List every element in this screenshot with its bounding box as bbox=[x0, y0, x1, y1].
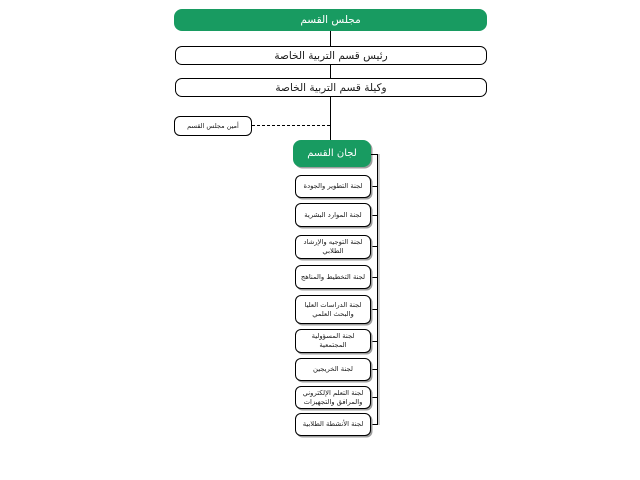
committees-header-box: لجان القسم bbox=[293, 140, 371, 167]
connector-header-spine bbox=[371, 154, 378, 156]
connector-secretary-dashed bbox=[252, 125, 330, 126]
connector-committee-7 bbox=[371, 369, 378, 371]
council-box: مجلس القسم bbox=[174, 9, 487, 31]
connector-committee-2 bbox=[371, 215, 378, 217]
committee-box: لجنة الخريجين bbox=[295, 358, 371, 381]
connector-committee-6 bbox=[371, 341, 378, 343]
committee-box: لجنة التخطيط والمناهج bbox=[295, 265, 371, 289]
head-box: رئيس قسم التربية الخاصة bbox=[175, 46, 487, 65]
secretary-box: أمين مجلس القسم bbox=[174, 116, 252, 136]
connector-committee-1 bbox=[371, 186, 378, 188]
connector-committee-5 bbox=[371, 309, 378, 311]
committee-box: لجنة المسؤولية المجتمعية bbox=[295, 329, 371, 353]
connector-council-head bbox=[330, 31, 332, 46]
committee-box: لجنة التوجيه والإرشاد الطلابي bbox=[295, 235, 371, 259]
connector-committee-8 bbox=[371, 397, 378, 399]
committee-box: لجنة الموارد البشرية bbox=[295, 203, 371, 227]
committee-box: لجنة التعلم الإلكتروني والمرافق والتجهيز… bbox=[295, 386, 371, 409]
connector-vice-committees bbox=[330, 97, 332, 141]
connector-committee-9 bbox=[371, 424, 378, 426]
committee-box: لجنة الدراسات العليا والبحث العلمي bbox=[295, 295, 371, 324]
vice-head-box: وكيلة قسم التربية الخاصة bbox=[175, 78, 487, 97]
committee-box: لجنة الأنشطة الطلابية bbox=[295, 413, 371, 436]
committees-spine bbox=[377, 154, 379, 425]
connector-head-vice bbox=[330, 65, 332, 78]
connector-committee-3 bbox=[371, 246, 378, 248]
connector-committee-4 bbox=[371, 277, 378, 279]
committee-box: لجنة التطوير والجودة bbox=[295, 175, 371, 198]
